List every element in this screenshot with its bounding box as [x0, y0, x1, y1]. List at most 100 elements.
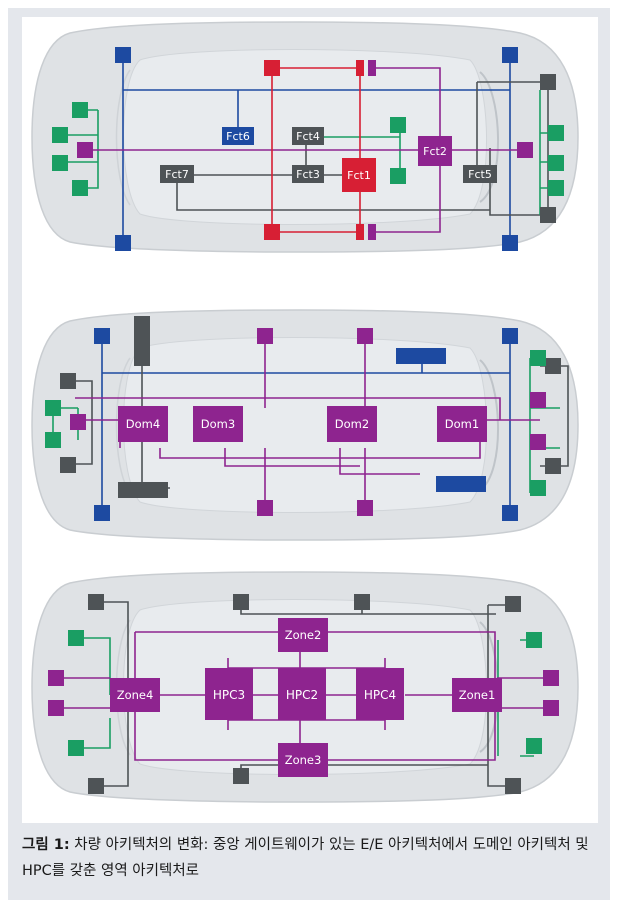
ecu-purple-module: [357, 328, 373, 344]
zone3-label: Zone3: [285, 753, 322, 767]
ecu-gray-module: [505, 778, 521, 794]
hpc3-box: [205, 668, 253, 720]
ecu-blue-large-module: [396, 348, 446, 364]
ecu-gray-module: [233, 768, 249, 784]
ecu-green-module: [72, 180, 88, 196]
fct1-label: Fct1: [347, 169, 371, 182]
ecu-red-module: [356, 224, 364, 240]
ecu-green-module: [548, 155, 564, 171]
ecu-gray-module: [505, 596, 521, 612]
dom3-box: [193, 406, 243, 442]
dom2-label: Dom2: [335, 417, 369, 431]
ecu-green-module: [526, 738, 542, 754]
ecu-blue-module: [502, 505, 518, 521]
ecu-red-module: [264, 60, 280, 76]
diagram-central-gateway: Fct6 Fct4 Fct3 Fct7 Fct1 Fct2 Fct5: [31, 21, 579, 253]
zone3-box: [278, 743, 328, 777]
ecu-green-module: [526, 632, 542, 648]
ecu-blue-module: [502, 47, 518, 63]
fct2-label: Fct2: [423, 145, 447, 158]
ecu-gray-module: [540, 207, 556, 223]
ecu-green-module: [68, 630, 84, 646]
ecu-blue-module: [94, 328, 110, 344]
ecu-purple-module: [257, 500, 273, 516]
ecu-gray-module: [545, 458, 561, 474]
fct7-label: Fct7: [165, 168, 189, 181]
ecu-purple-module: [77, 142, 93, 158]
zone1-box: [452, 678, 502, 712]
hpc2-label: HPC2: [286, 688, 318, 702]
ecu-green-module: [45, 432, 61, 448]
zone1-label: Zone1: [459, 688, 496, 702]
dom3-label: Dom3: [201, 417, 235, 431]
zone4-label: Zone4: [117, 688, 154, 702]
fct3-box: [292, 165, 324, 183]
ecu-green-module: [390, 117, 406, 133]
ecu-red-module: [356, 60, 364, 76]
zone4-box: [110, 678, 160, 712]
ecu-green-module: [72, 102, 88, 118]
ecu-blue-module: [502, 235, 518, 251]
ecu-green-module: [45, 400, 61, 416]
ecu-green-module: [68, 740, 84, 756]
ecu-gray-module: [233, 594, 249, 610]
fct3-label: Fct3: [296, 168, 320, 181]
ecu-purple-module: [530, 434, 546, 450]
ecu-green-module: [52, 155, 68, 171]
dom4-label: Dom4: [126, 417, 160, 431]
architecture-diagram: Fct6 Fct4 Fct3 Fct7 Fct1 Fct2 Fct5: [31, 21, 579, 803]
fct4-box: [292, 127, 324, 145]
figure-caption: 그림 1: 차량 아키텍처의 변화: 중앙 게이트웨이가 있는 E/E 아키텍처…: [22, 832, 602, 884]
ecu-green-module: [530, 480, 546, 496]
hpc4-box: [356, 668, 404, 720]
dom2-box: [327, 406, 377, 442]
hpc3-label: HPC3: [213, 688, 245, 702]
ecu-blue-large-module: [436, 476, 486, 492]
ecu-green-module: [548, 125, 564, 141]
hpc4-label: HPC4: [364, 688, 396, 702]
ecu-green-module: [530, 350, 546, 366]
diagram-domain-architecture: Dom4 Dom3 Dom2 Dom1: [31, 309, 579, 541]
ecu-gray-large-module: [134, 316, 150, 366]
fct5-box: [463, 165, 497, 183]
ecu-green-module: [548, 180, 564, 196]
fct6-box: [222, 127, 254, 145]
ecu-gray-large-module: [118, 482, 168, 498]
dom1-box: [437, 406, 487, 442]
ecu-gray-module: [60, 457, 76, 473]
hpc2-box: [278, 668, 326, 720]
ecu-gray-module: [88, 594, 104, 610]
zone2-label: Zone2: [285, 628, 322, 642]
fct2-box: [418, 136, 452, 166]
ecu-gray-module: [88, 778, 104, 794]
ecu-purple-module: [368, 60, 376, 76]
figure-panel: Fct6 Fct4 Fct3 Fct7 Fct1 Fct2 Fct5: [22, 17, 598, 823]
ecu-gray-module: [354, 594, 370, 610]
dom1-label: Dom1: [445, 417, 479, 431]
ecu-blue-module: [115, 47, 131, 63]
diagram-zonal-architecture: Zone4 HPC3 HPC2 HPC4 Zone2 Zone3 Zone1: [31, 571, 579, 803]
ecu-gray-module: [545, 358, 561, 374]
ecu-purple-module: [48, 700, 64, 716]
ecu-blue-module: [94, 505, 110, 521]
fct7-box: [160, 165, 194, 183]
fct1-box: [342, 158, 376, 192]
ecu-purple-module: [543, 670, 559, 686]
ecu-purple-module: [70, 414, 86, 430]
fct6-label: Fct6: [226, 130, 250, 143]
ecu-purple-module: [257, 328, 273, 344]
ecu-green-module: [52, 127, 68, 143]
caption-label: 그림 1:: [22, 837, 70, 853]
caption-text: 차량 아키텍처의 변화: 중앙 게이트웨이가 있는 E/E 아키텍처에서 도메인…: [22, 837, 589, 879]
fct5-label: Fct5: [468, 168, 492, 181]
ecu-blue-module: [115, 235, 131, 251]
ecu-purple-module: [517, 142, 533, 158]
ecu-red-module: [264, 224, 280, 240]
zone2-box: [278, 618, 328, 652]
fct4-label: Fct4: [296, 130, 320, 143]
ecu-green-module: [390, 168, 406, 184]
ecu-blue-module: [502, 328, 518, 344]
ecu-purple-module: [530, 392, 546, 408]
ecu-purple-module: [357, 500, 373, 516]
ecu-gray-module: [60, 373, 76, 389]
